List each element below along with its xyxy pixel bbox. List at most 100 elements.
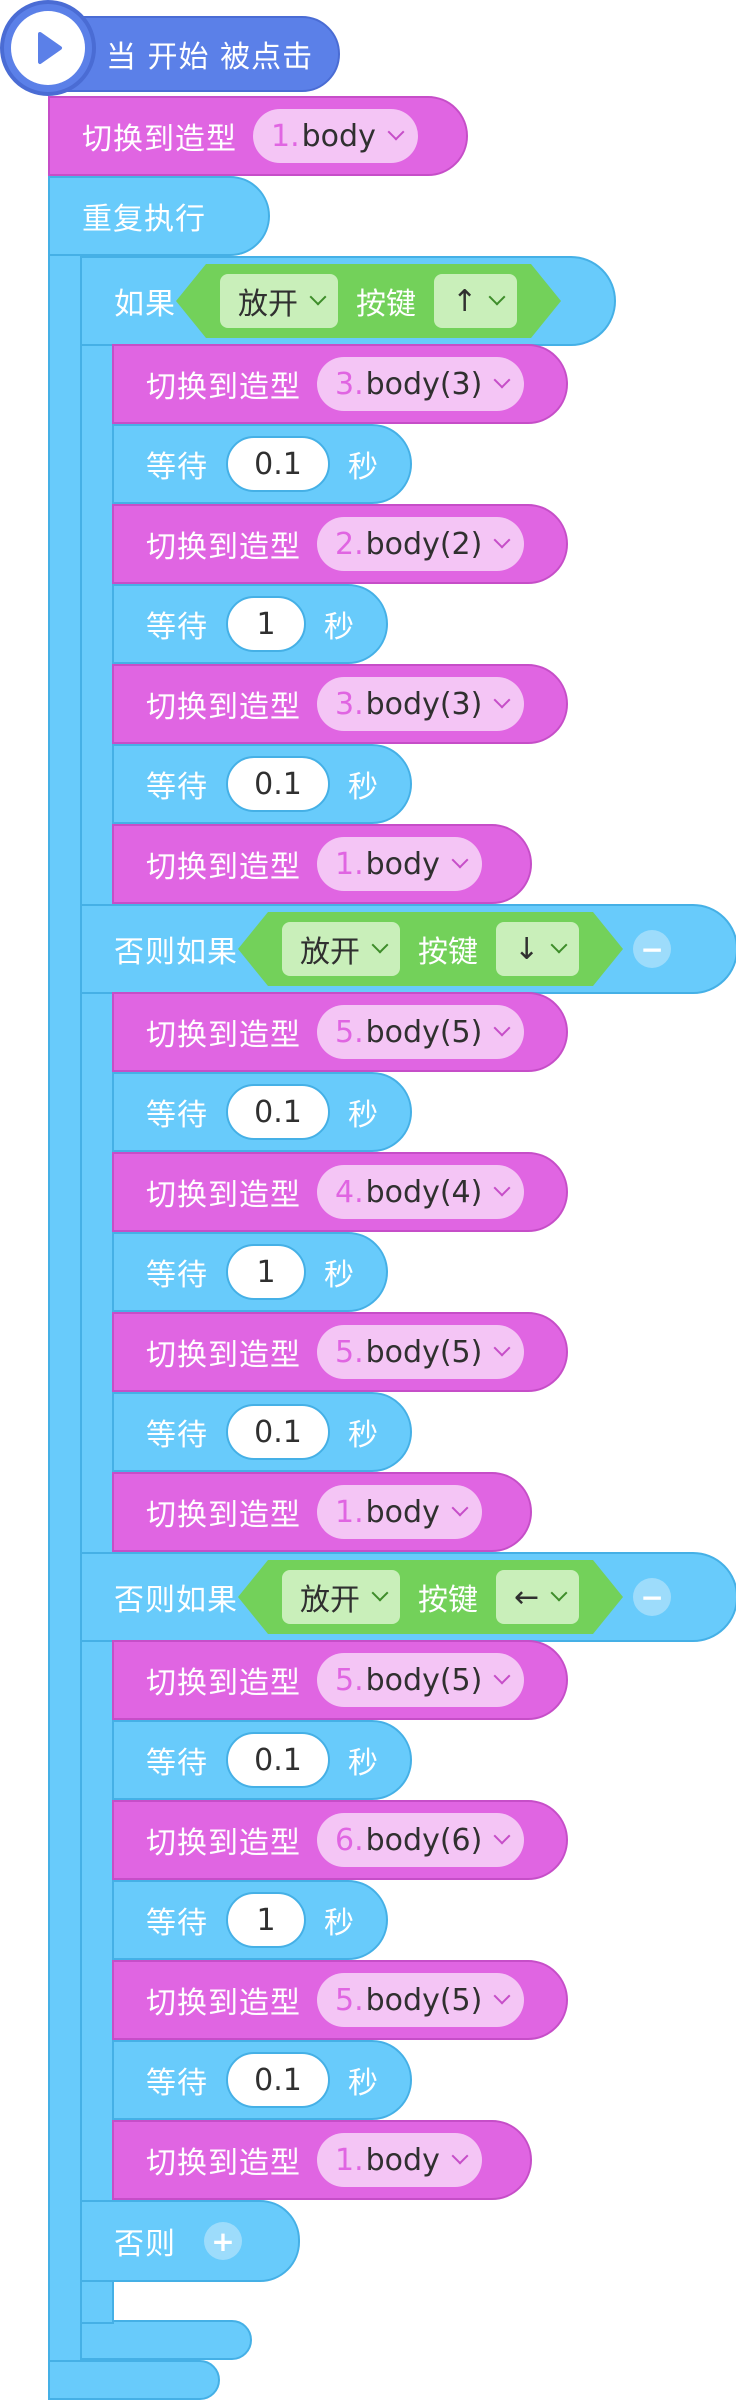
costume-name: body(5)	[365, 1982, 483, 2018]
costume-number: 1.	[271, 118, 300, 154]
costume-dropdown[interactable]: 3.body(3)	[317, 677, 525, 731]
costume-number: 3.	[335, 366, 364, 402]
chevron-down-icon	[493, 1339, 511, 1357]
switch-costume-label: 切换到造型	[146, 1986, 301, 2021]
wait-label: 等待	[146, 450, 208, 485]
wait-seconds-input[interactable]: 0.1	[226, 1084, 330, 1140]
repeat-forever-block[interactable]: 重复执行	[48, 176, 270, 256]
else-if-header[interactable]: 否则如果放开按键↓−	[80, 904, 736, 994]
chevron-down-icon	[451, 2147, 469, 2165]
costume-number: 5.	[335, 1334, 364, 1370]
costume-number: 5.	[335, 1982, 364, 2018]
repeat-label: 重复执行	[82, 202, 206, 237]
seconds-label: 秒	[324, 1258, 355, 1293]
key-condition[interactable]: 放开按键←	[237, 1560, 624, 1634]
costume-dropdown[interactable]: 1.body	[317, 1485, 482, 1539]
else-if-header[interactable]: 否则如果放开按键←−	[80, 1552, 736, 1642]
wait-seconds-input[interactable]: 0.1	[226, 2052, 330, 2108]
switch-costume-label: 切换到造型	[146, 1666, 301, 1701]
costume-dropdown[interactable]: 2.body(2)	[317, 517, 525, 571]
chevron-down-icon	[493, 371, 511, 389]
wait-seconds-input[interactable]: 0.1	[226, 756, 330, 812]
seconds-label: 秒	[348, 1746, 379, 1781]
else-header[interactable]: 否则+	[80, 2200, 300, 2282]
costume-number: 2.	[335, 526, 364, 562]
event-label: 当 开始 被点击	[106, 40, 314, 75]
costume-name: body(3)	[365, 366, 483, 402]
chevron-down-icon	[550, 936, 568, 954]
wait-seconds-input[interactable]: 0.1	[226, 1732, 330, 1788]
key-dropdown[interactable]: ←	[496, 1570, 580, 1624]
minus-icon[interactable]: −	[633, 930, 672, 968]
seconds-label: 秒	[348, 1098, 379, 1133]
chevron-down-icon	[493, 1667, 511, 1685]
plus-icon[interactable]: +	[204, 2222, 242, 2260]
costume-dropdown[interactable]: 4.body(4)	[317, 1165, 525, 1219]
costume-dropdown[interactable]: 1.body	[317, 2133, 482, 2187]
chevron-down-icon	[387, 123, 405, 141]
if-header[interactable]: 如果放开按键↑	[80, 256, 616, 346]
switch-costume-block[interactable]: 切换到造型 5.body(5)	[112, 1640, 568, 1720]
switch-costume-label: 切换到造型	[146, 2146, 301, 2181]
chevron-down-icon	[309, 288, 327, 306]
switch-costume-label: 切换到造型	[146, 370, 301, 405]
costume-dropdown[interactable]: 5.body(5)	[317, 1973, 525, 2027]
costume-dropdown[interactable]: 1.body	[317, 837, 482, 891]
costume-dropdown[interactable]: 3.body(3)	[317, 357, 525, 411]
switch-costume-block[interactable]: 切换到造型 5.body(5)	[112, 1960, 568, 2040]
key-event-dropdown[interactable]: 放开	[282, 922, 400, 976]
costume-dropdown[interactable]: 6.body(6)	[317, 1813, 525, 1867]
key-event-value: 放开	[238, 287, 298, 322]
key-value: ↓	[514, 931, 540, 967]
minus-icon[interactable]: −	[633, 1578, 672, 1616]
costume-number: 5.	[335, 1662, 364, 1698]
key-event-dropdown[interactable]: 放开	[282, 1570, 400, 1624]
switch-costume-block[interactable]: 切换到造型 3.body(3)	[112, 344, 568, 424]
key-dropdown[interactable]: ↓	[496, 922, 580, 976]
chevron-down-icon	[451, 1499, 469, 1517]
wait-seconds-input[interactable]: 1	[226, 1892, 306, 1948]
key-dropdown[interactable]: ↑	[434, 274, 518, 328]
wait-seconds-input[interactable]: 1	[226, 1244, 306, 1300]
costume-number: 1.	[335, 1494, 364, 1530]
costume-number: 1.	[335, 846, 364, 882]
costume-name: body	[301, 118, 376, 154]
costume-number: 3.	[335, 686, 364, 722]
costume-name: body(6)	[365, 1822, 483, 1858]
costume-dropdown[interactable]: 5.body(5)	[317, 1325, 525, 1379]
key-value: ←	[514, 1579, 540, 1615]
key-event-dropdown[interactable]: 放开	[220, 274, 338, 328]
seconds-label: 秒	[324, 1906, 355, 1941]
wait-seconds-input[interactable]: 1	[226, 596, 306, 652]
wait-seconds-input[interactable]: 0.1	[226, 436, 330, 492]
switch-costume-block[interactable]: 切换到造型 1.body	[112, 2120, 532, 2200]
key-event-value: 放开	[300, 1583, 360, 1618]
costume-dropdown[interactable]: 5.body(5)	[317, 1005, 525, 1059]
costume-dropdown[interactable]: 5.body(5)	[317, 1653, 525, 1707]
seconds-label: 秒	[324, 610, 355, 645]
chevron-down-icon	[493, 691, 511, 709]
wait-seconds-input[interactable]: 0.1	[226, 1404, 330, 1460]
costume-name: body	[365, 846, 440, 882]
key-condition[interactable]: 放开按键↑	[175, 264, 562, 338]
key-condition[interactable]: 放开按键↓	[237, 912, 624, 986]
costume-dropdown[interactable]: 1.body	[253, 109, 418, 163]
